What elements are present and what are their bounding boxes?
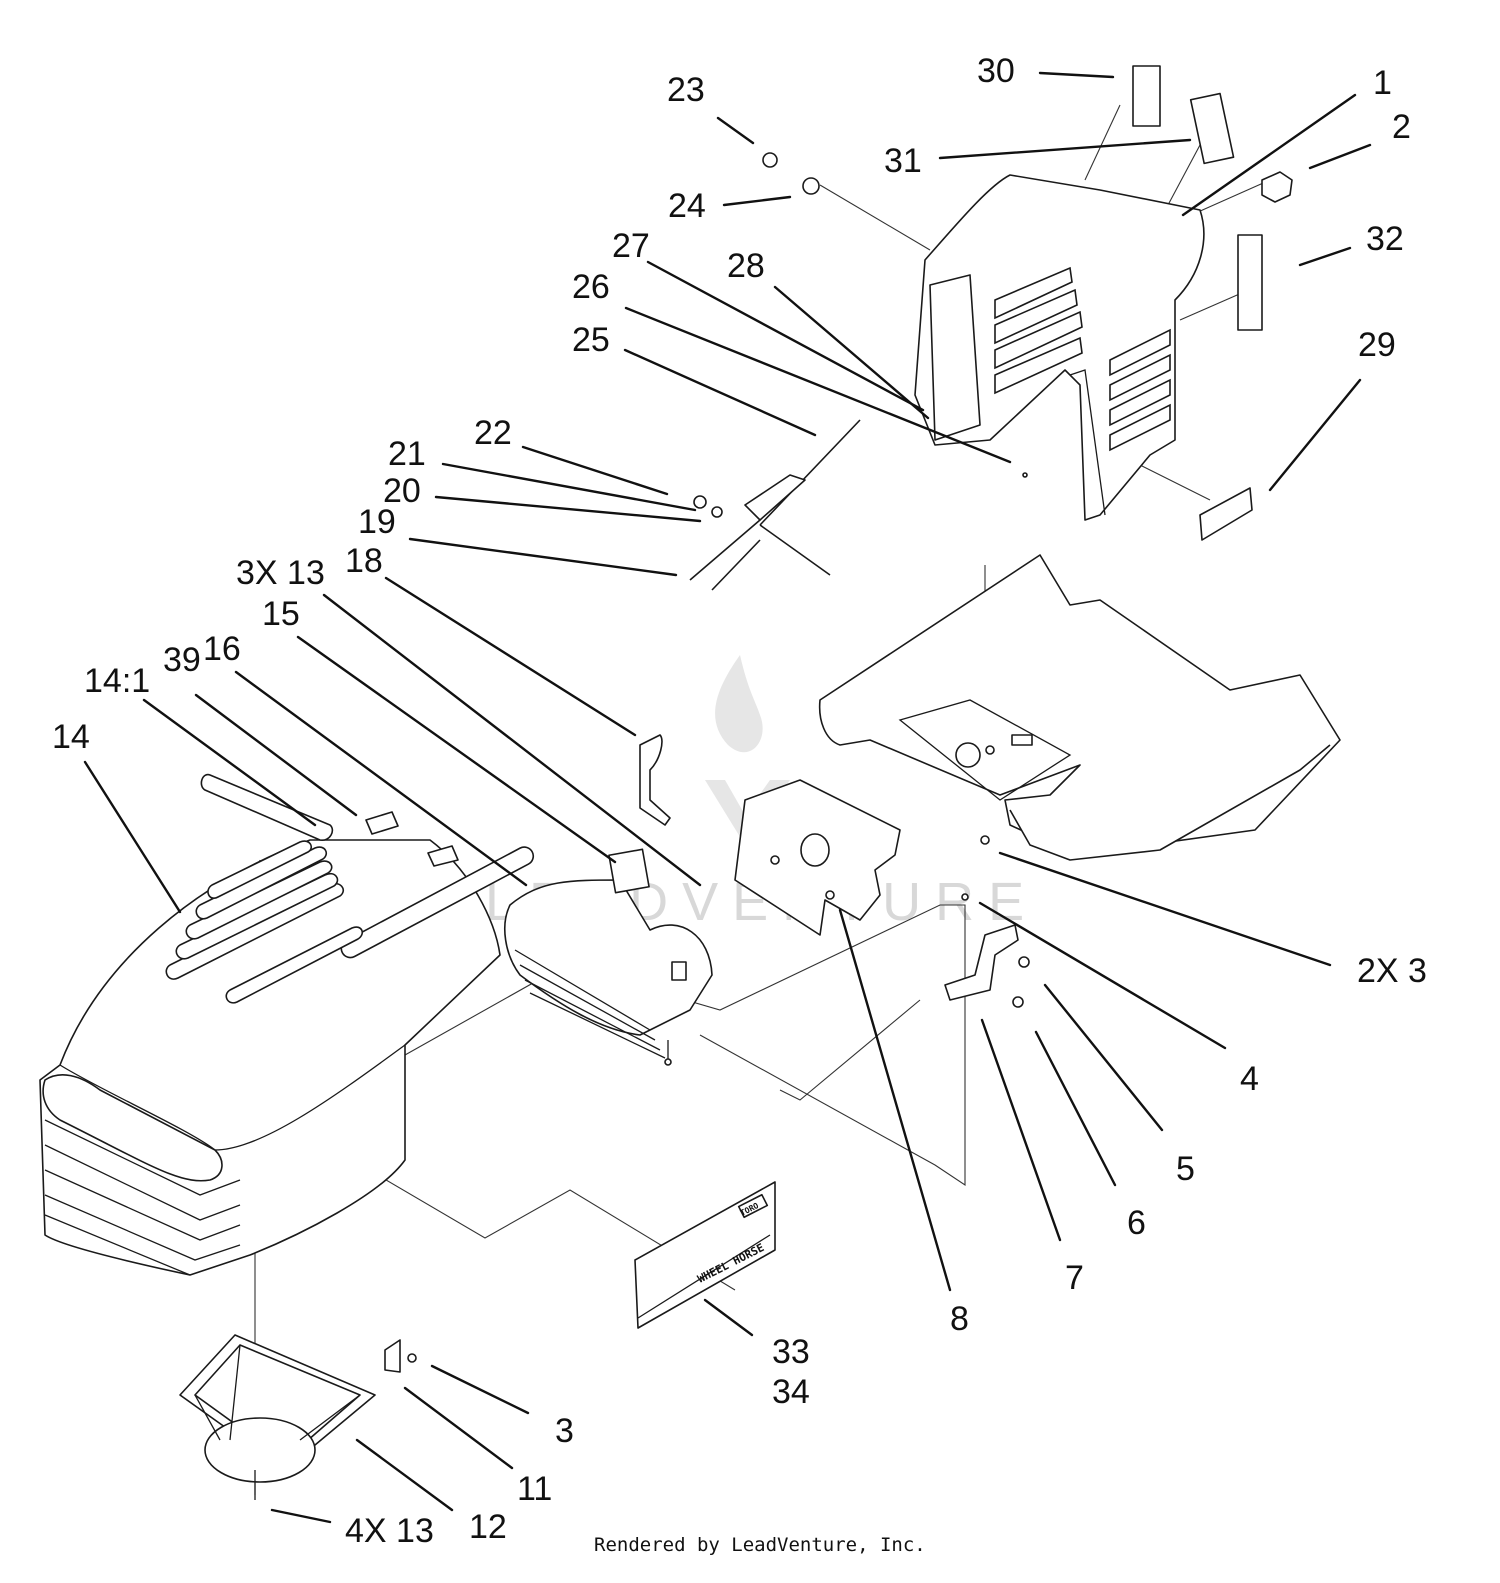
fender-vent-slots [994,266,1171,452]
callout-33: 33 [772,1333,810,1371]
hood-grille-bars [44,1119,241,1276]
callout-29: 29 [1358,326,1396,364]
callout-14: 14 [52,718,90,756]
washer-24 [802,177,820,195]
callout-3x13: 3X 13 [236,554,325,592]
decal-16 [427,845,459,867]
callout-23: 23 [667,71,705,109]
callout-28: 28 [727,247,765,285]
bag-bucket-part [179,1334,417,1500]
nut-23 [762,152,778,168]
leader-lines [83,71,1372,1524]
lift-lever-part [689,419,1028,591]
bolt-2x3 [980,835,990,845]
decal-39 [365,811,399,835]
callout-30: 30 [977,52,1015,90]
callout-5: 5 [1176,1150,1195,1188]
callout-4: 4 [1240,1060,1259,1098]
callout-18: 18 [345,542,383,580]
callout-39: 39 [163,641,201,679]
callout-11: 11 [517,1470,552,1508]
decal-30 [1132,65,1161,127]
callout-16: 16 [203,630,241,668]
callout-21: 21 [388,435,426,473]
callout-27: 27 [612,227,650,265]
callout-34: 34 [772,1373,810,1411]
hood-decal-strip [200,773,334,841]
callout-25: 25 [572,321,610,359]
knob-2 [1261,171,1293,203]
callout-14-1: 14:1 [84,662,150,700]
callout-6: 6 [1127,1204,1146,1242]
fender-part [914,174,1205,521]
callout-32: 32 [1366,220,1404,258]
callout-20: 20 [383,472,421,510]
callout-22: 22 [474,414,512,452]
side-decal-part: WHEEL HORSE TORO [634,1181,776,1329]
hood-part [39,839,535,1276]
callout-31: 31 [884,142,922,180]
mount-bracket-part [944,893,1030,1008]
callout-3: 3 [555,1412,574,1450]
callout-2: 2 [1392,108,1411,146]
callout-4x13: 4X 13 [345,1512,434,1550]
callout-24: 24 [668,187,706,225]
credit-text: Rendered by LeadVenture, Inc. [594,1534,926,1556]
callout-8: 8 [950,1300,969,1338]
hood-louvers [165,840,535,1004]
callout-15: 15 [262,595,300,633]
callout-1: 1 [1373,64,1392,102]
dash-support-part [734,779,901,936]
decal-32 [1237,234,1263,331]
dash-panel-part [504,848,713,1066]
bracket-18 [639,734,671,826]
callout-26: 26 [572,268,610,306]
callout-12: 12 [469,1508,507,1546]
decal-31 [1189,92,1235,165]
decal-29 [1199,487,1253,541]
callout-labels: 30 1 2 31 32 29 23 24 27 28 26 25 22 21 … [52,52,1427,1550]
callout-7: 7 [1065,1259,1084,1297]
callout-19: 19 [358,503,396,541]
footrest-part [818,554,1341,861]
callout-2x3: 2X 3 [1357,952,1427,990]
